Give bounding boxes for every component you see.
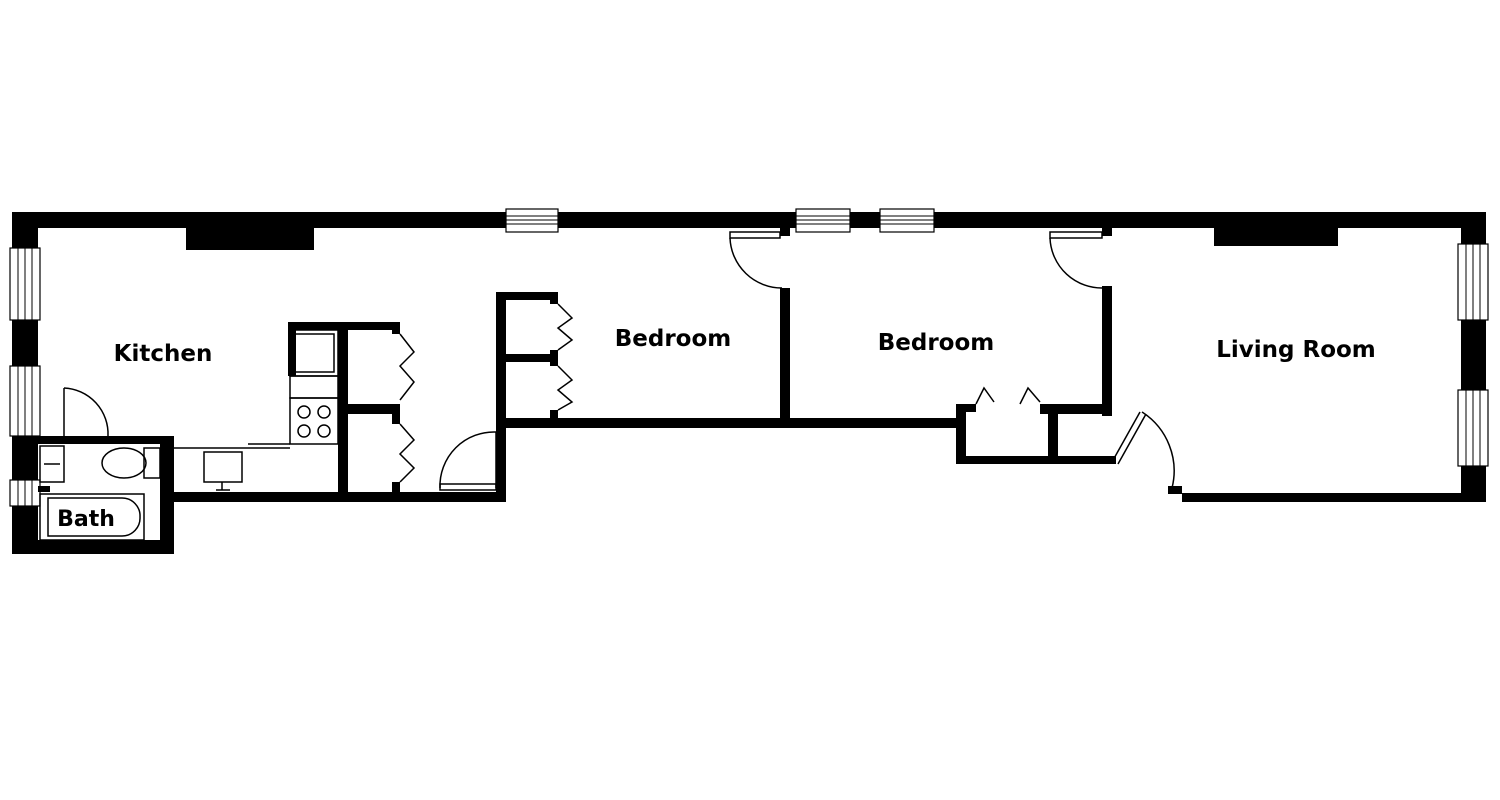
room-labels: Kitchen Bedroom Bedroom Living Room Bath	[57, 326, 1376, 532]
stove-icon	[289, 397, 339, 445]
bathtub-icon	[39, 493, 145, 541]
bedroom-2-label: Bedroom	[878, 330, 995, 356]
window-left-2	[9, 365, 41, 437]
windows	[9, 208, 1489, 507]
bedroom-2-door	[1049, 231, 1105, 289]
doors	[63, 231, 1182, 494]
living-room-door	[1111, 411, 1182, 494]
exterior-walls	[12, 212, 1486, 554]
bedroom-1-door	[729, 231, 783, 289]
refrigerator-icon	[289, 329, 339, 377]
entry-door	[439, 431, 497, 491]
bath-sink-icon	[39, 445, 65, 483]
window-right-1	[1457, 243, 1489, 321]
toilet-icon	[101, 447, 161, 479]
bath-door	[63, 387, 109, 437]
closet-bifold-doors	[398, 303, 1041, 483]
window-top-2	[795, 208, 851, 233]
counter	[289, 375, 339, 399]
window-top-3	[879, 208, 935, 233]
window-left-1	[9, 247, 41, 321]
living-room-label: Living Room	[1216, 337, 1376, 363]
bedroom-1-label: Bedroom	[615, 326, 732, 352]
bath-label: Bath	[57, 507, 115, 532]
window-top-1	[505, 208, 559, 233]
kitchen-sink-icon	[203, 451, 243, 491]
window-left-bath	[9, 479, 41, 507]
counter-edge	[174, 443, 290, 449]
kitchen-label: Kitchen	[114, 341, 213, 367]
fixtures	[39, 329, 339, 541]
interior-walls	[38, 228, 1116, 500]
window-right-2	[1457, 389, 1489, 467]
